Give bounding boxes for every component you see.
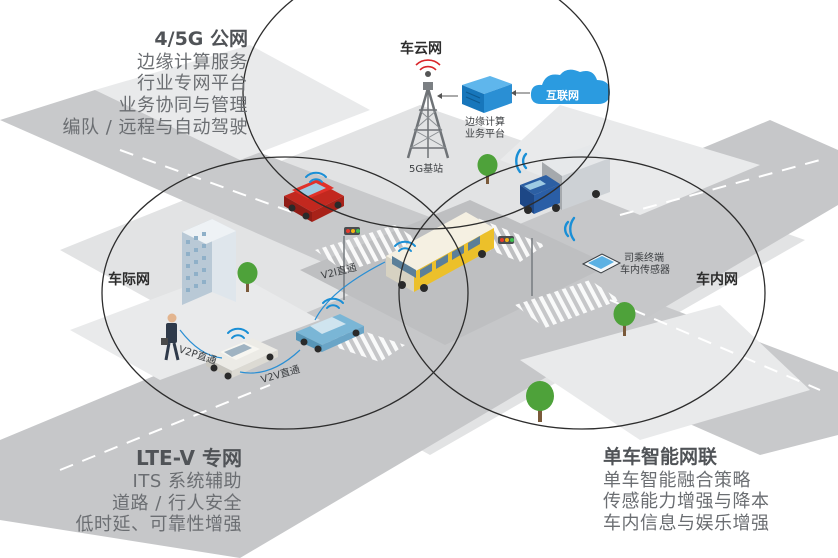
single-vehicle-line: 传感能力增强与降本 [603, 491, 770, 513]
public-network-line: 业务协同与管理 [118, 94, 248, 116]
road-sw-ne [0, 120, 838, 558]
wifi-icon [322, 297, 344, 309]
sidewalk-w [70, 270, 320, 380]
single-vehicle-line: 单车智能融合策略 [603, 469, 751, 491]
terminal-device [581, 253, 622, 274]
yellow-bus [386, 212, 494, 292]
base-station-tower [406, 59, 450, 159]
tree [526, 381, 554, 422]
wifi-icon [394, 240, 416, 252]
single-vehicle-title: 单车智能网联 [603, 446, 718, 468]
traffic-light [343, 227, 360, 300]
lane-line [59, 384, 271, 471]
single-vehicle-panel: 单车智能网联 单车智能融合策略 传感能力增强与降本 车内信息与娱乐增强 [603, 446, 835, 535]
network-links [437, 90, 530, 99]
sidewalk-e [500, 105, 760, 215]
red-suv [284, 179, 344, 222]
tree [237, 262, 258, 292]
crosswalk [515, 280, 620, 328]
lte-v-line: 道路 / 行人安全 [111, 492, 242, 514]
blue-truck [520, 145, 610, 214]
intersection-center [300, 200, 610, 345]
internet-cloud [530, 69, 610, 104]
sidewalk-se [520, 305, 810, 440]
base-station-label: 5G基站 [409, 162, 443, 175]
zone-circles [101, 0, 766, 430]
lte-v-line: ITS 系统辅助 [132, 471, 242, 492]
lte-v-line: 低时延、可靠性增强 [75, 514, 242, 536]
v2v-zone-circle [101, 156, 469, 430]
pedestrian [161, 313, 180, 361]
invehicle-zone-circle [398, 156, 766, 430]
crosswalk [315, 225, 425, 272]
public-network-line: 边缘计算服务 [137, 51, 248, 73]
public-network-line: 行业专网平台 [137, 73, 248, 95]
public-network-panel: 4/5G 公网 边缘计算服务 行业专网平台 业务协同与管理 编队 / 远程与自动… [18, 28, 248, 138]
edge-platform-label-1: 边缘计算 [465, 115, 505, 128]
white-sedan [206, 338, 278, 380]
wifi-icon [227, 327, 249, 339]
office-building [182, 219, 236, 305]
terminal-label-1: 司乘终端 [624, 251, 664, 264]
zone-label-cloud: 车云网 [400, 40, 442, 57]
tree [613, 302, 636, 336]
terminal-label-2: 车内传感器 [620, 263, 670, 276]
wifi-icon [515, 148, 528, 174]
public-network-line: 编队 / 远程与自动驾驶 [62, 116, 248, 138]
blue-car [296, 314, 364, 353]
cloud-zone-circle [242, 0, 610, 230]
sidewalk-n [95, 45, 370, 160]
zone-label-v2v: 车际网 [108, 271, 150, 288]
public-network-title: 4/5G 公网 [154, 28, 248, 50]
traffic-light [498, 236, 533, 296]
lane-line [119, 149, 301, 216]
link-arcs [179, 261, 386, 374]
lte-v-panel: LTE-V 专网 ITS 系统辅助 道路 / 行人安全 低时延、可靠性增强 [18, 446, 243, 536]
single-vehicle-line: 车内信息与娱乐增强 [603, 512, 770, 534]
lte-v-title: LTE-V 专网 [135, 446, 242, 470]
edge-platform-label-2: 业务平台 [465, 127, 505, 140]
zone-label-invehicle: 车内网 [696, 271, 738, 288]
lane-line [619, 159, 821, 216]
wifi-icon [305, 171, 327, 183]
wifi-icon [563, 216, 576, 242]
edge-server [462, 76, 512, 113]
internet-label: 互联网 [546, 88, 579, 102]
